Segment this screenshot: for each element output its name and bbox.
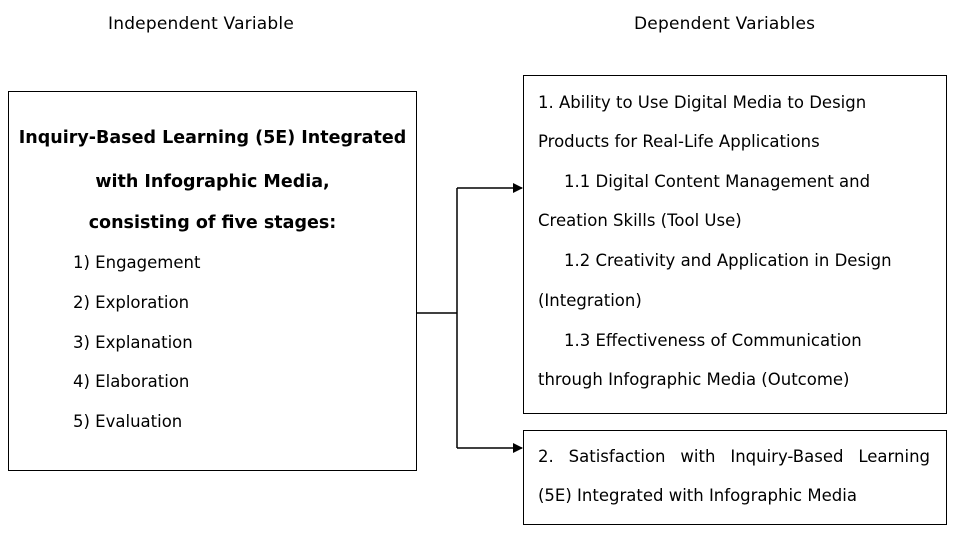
- dv1-sub2-line-2: (Integration): [538, 291, 642, 310]
- dv1-sub1-line-2: Creation Skills (Tool Use): [538, 211, 742, 230]
- dv2-line-2: (5E) Integrated with Infographic Media: [538, 486, 857, 505]
- dv2-line-1: 2. Satisfaction with Inquiry-Based Learn…: [538, 447, 930, 466]
- dv1-sub1-line-1: 1.1 Digital Content Management and: [564, 172, 871, 191]
- dependent-variables-heading: Dependent Variables: [634, 14, 816, 34]
- dv1-main-line-2: Products for Real-Life Applications: [538, 132, 820, 151]
- stage-explanation: 3) Explanation: [73, 333, 193, 352]
- dv1-main-line-1: 1. Ability to Use Digital Media to Desig…: [538, 93, 867, 112]
- dependent-variable-box-1: 1. Ability to Use Digital Media to Desig…: [523, 75, 947, 414]
- stage-elaboration: 4) Elaboration: [73, 372, 190, 391]
- stage-evaluation: 5) Evaluation: [73, 412, 183, 431]
- dv1-sub2-line-1: 1.2 Creativity and Application in Design: [564, 251, 892, 270]
- dv1-sub3-line-2: through Infographic Media (Outcome): [538, 370, 850, 389]
- iv-title-line-3: consisting of five stages:: [88, 213, 337, 233]
- independent-variable-box: Inquiry-Based Learning (5E) Integrated w…: [8, 91, 417, 471]
- iv-title-line-1: Inquiry-Based Learning (5E) Integrated: [18, 128, 407, 148]
- dv1-sub3-line-1: 1.3 Effectiveness of Communication: [564, 331, 862, 350]
- stage-engagement: 1) Engagement: [73, 253, 201, 272]
- stage-exploration: 2) Exploration: [73, 293, 190, 312]
- dependent-variable-box-2: 2. Satisfaction with Inquiry-Based Learn…: [523, 430, 947, 525]
- independent-variable-heading: Independent Variable: [108, 14, 294, 34]
- iv-title-line-2: with Infographic Media,: [95, 172, 330, 192]
